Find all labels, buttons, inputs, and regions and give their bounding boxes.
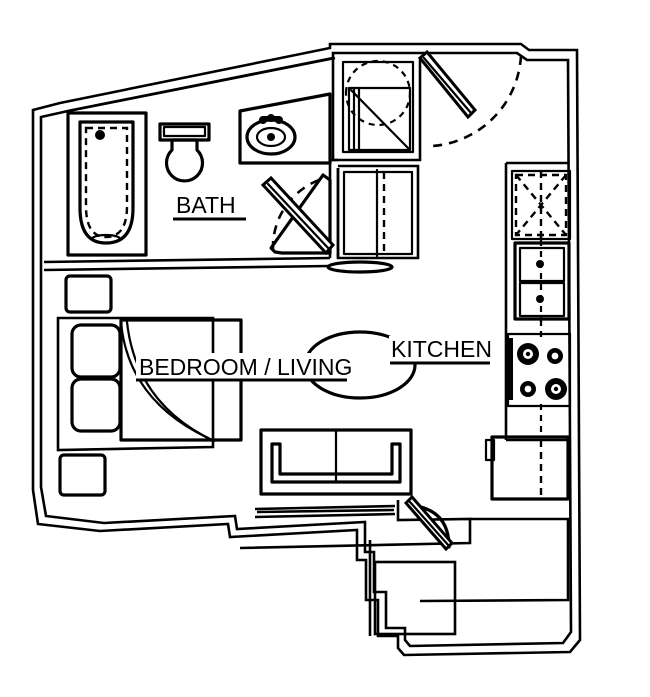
refrigerator-body [490, 435, 570, 501]
slider-track-outer [254, 504, 396, 511]
bath-south-wall-inner [43, 256, 331, 264]
inner-wall-outline [39, 51, 573, 648]
building-envelope [31, 42, 582, 657]
toilet-tank-lid-icon [162, 125, 207, 138]
entry-door[interactable] [417, 49, 523, 148]
vanity [238, 92, 332, 165]
kitchen-upper-cabinet [510, 169, 572, 241]
kitchen-label-backdrop [389, 336, 495, 363]
pillow-lower-icon [70, 377, 122, 433]
nightstand-upper-icon [64, 274, 113, 314]
range-control-panel-icon [505, 338, 513, 400]
linen-closet [326, 164, 420, 274]
room-labels: BATH BEDROOM / LIVING KITCHEN [136, 192, 495, 382]
pillow-upper-icon [70, 323, 122, 379]
entry-door-swing-arc [432, 55, 523, 148]
nightstand-lower-icon [58, 453, 107, 497]
kitchen-upper-cabinet-frame-dashed [514, 173, 568, 237]
sofa-seat-area [270, 442, 402, 484]
refrigerator-handle-icon [484, 438, 496, 462]
entry-closet-diagonal-icon [349, 88, 410, 150]
bathtub-overflow-icon [90, 233, 122, 245]
vanity-counter [238, 92, 332, 165]
burner-rear-left-center [551, 352, 559, 360]
kitchen-sink-basin-2-icon [518, 281, 566, 318]
balcony-slider[interactable] [254, 504, 396, 519]
sofa-outline [259, 428, 413, 496]
slider-track-inner [254, 512, 396, 519]
linen-closet-walls [336, 164, 420, 260]
kitchen-sink-basin-1-icon [518, 246, 566, 283]
bath-door-swing-arc [271, 176, 326, 251]
patio-area [239, 500, 570, 636]
bath-south-wall-outer [43, 264, 331, 272]
bedspread-curve-2 [125, 320, 216, 443]
bathtub-drain-icon [95, 130, 105, 140]
bathroom-sink-inner-icon [255, 126, 287, 148]
bath-label: BATH [176, 192, 236, 218]
entry-closet [331, 56, 424, 162]
sink-faucet-base-icon [262, 116, 280, 120]
entry-door-panel-line [422, 56, 473, 115]
linen-closet-threshold [326, 260, 394, 274]
bathroom-sink-drain-icon [267, 133, 275, 141]
sofa [259, 428, 413, 496]
toilet [158, 122, 211, 183]
entry-closet-interior [341, 60, 415, 154]
bedroom-label-backdrop [136, 353, 346, 381]
outer-wall-outline [31, 42, 582, 657]
range-cooktop [505, 320, 572, 438]
bedroom-living-label: BEDROOM / LIVING [139, 354, 352, 380]
kitchen-label: KITCHEN [391, 336, 492, 362]
bathtub-alcove [66, 111, 148, 257]
toilet-bowl-icon [164, 138, 205, 183]
slider-panel-line [256, 508, 395, 514]
entry-closet-shelf [347, 86, 412, 152]
kitchen-double-sink [513, 240, 571, 322]
bathtub-inner-dashed [84, 126, 129, 239]
kitchen-upper-cabinet-x-icon [515, 174, 567, 236]
burner-front-right-center [524, 385, 532, 393]
bath-label-backdrop [172, 192, 250, 220]
burner-rear-right-dot [553, 386, 559, 392]
patio-slab [373, 560, 457, 636]
bath-north-inner-wall [67, 56, 336, 113]
patio-door-panel-line [408, 500, 451, 548]
burner-front-left-dot [525, 351, 531, 357]
patio-wall-right [419, 517, 570, 603]
patio-door[interactable] [403, 494, 455, 552]
bathtub [66, 111, 148, 257]
bath-door-jamb-frame [269, 173, 332, 255]
bath-door-panel-line [266, 182, 331, 251]
refrigerator [484, 435, 570, 501]
bed-alcove-frame [56, 316, 215, 452]
bath-door[interactable] [260, 173, 336, 256]
